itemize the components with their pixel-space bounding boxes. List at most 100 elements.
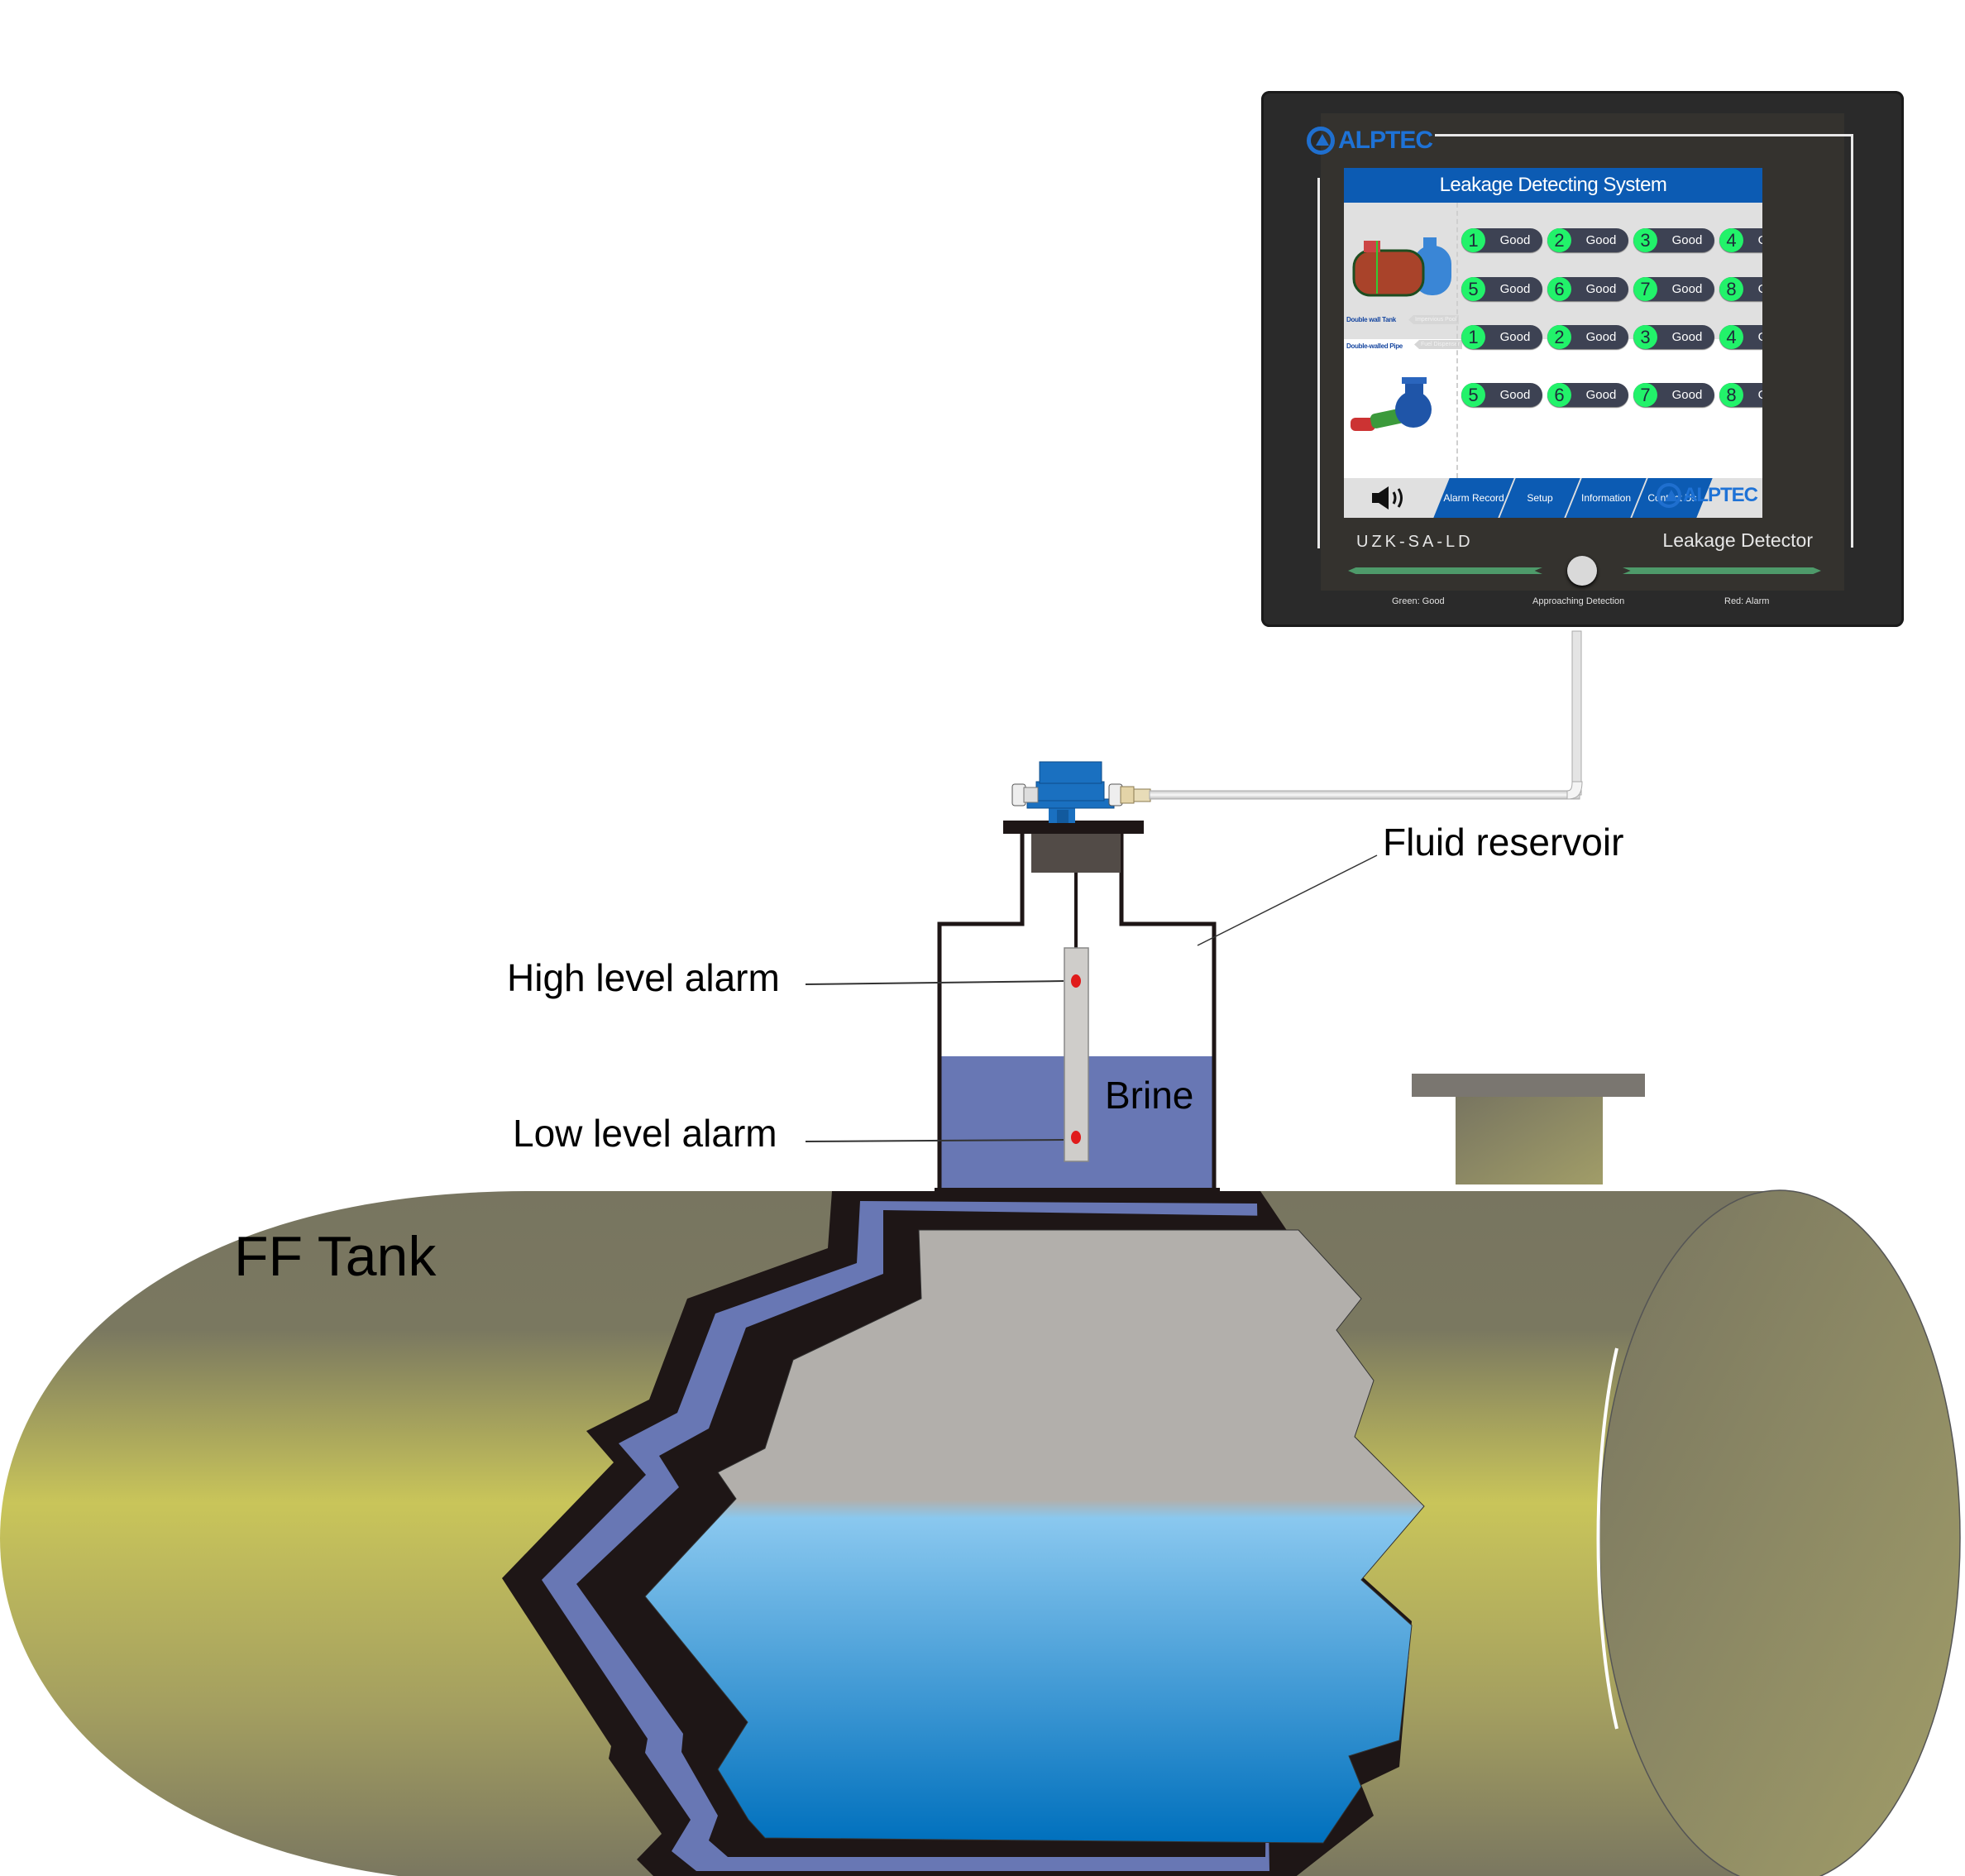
sensor-number-badge: 2 [1547,228,1571,252]
nav-bar: Alarm Record Setup Information Contact U… [1344,478,1762,518]
high-alarm-dot [1071,974,1081,988]
brand-name: ALPTEC [1338,126,1433,154]
pipe-thumbnail-icon [1351,377,1432,431]
decor-line [1317,178,1320,548]
sensor-status: Good [1671,282,1703,296]
tank-sensor-2[interactable]: 2 Good [1547,228,1628,252]
legend-approaching-detection: Approaching Detection [1532,596,1625,606]
nav-information-label: Information [1580,492,1632,504]
sensor-status: Good [1671,233,1703,247]
sensor-number-badge: 4 [1719,228,1743,252]
category-double-wall-tank[interactable]: Double wall Tank [1346,316,1396,323]
sensor-status: Good [1748,383,1762,407]
sensor-number-badge: 4 [1719,325,1743,349]
sensor-status: Good [1748,325,1762,349]
sensor-head [1011,761,1151,823]
sensor-status: Good [1499,233,1531,247]
status-bar-right [1623,567,1821,574]
low-alarm-leader [805,1139,1064,1142]
sensor-number-badge: 6 [1547,277,1571,301]
sensor-status: Good [1748,277,1762,301]
tank-sensor-4[interactable]: 4 Good [1719,228,1762,252]
nav-alarm-record-label: Alarm Record [1443,492,1504,504]
reservoir-cap-plate [1003,821,1144,834]
sensor-status: Good [1671,388,1703,402]
nav-brand-logo: ALPTEC [1657,483,1758,508]
model-number: UZK-SA-LD [1356,533,1474,551]
touch-screen: Leakage Detecting System Double wall Tan… [1344,168,1762,518]
pipe-sensor-4[interactable]: 4 Good [1719,325,1762,349]
tank-sensor-1[interactable]: 1 Good [1461,228,1542,252]
category-fuel-dispenser[interactable]: Fuel Dispenser [1414,340,1463,349]
sensor-status: Good [1585,330,1617,344]
tank-end-cap [1599,1189,1961,1876]
sensor-number-badge: 7 [1633,277,1657,301]
reservoir-base [935,1188,1220,1194]
reservoir-plug [1031,834,1121,873]
nav-brand-name: ALPTEC [1683,484,1758,506]
sensor-number-badge: 8 [1719,383,1743,407]
sensor-number-badge: 2 [1547,325,1571,349]
leak-detector-monitor: ALPTEC Leakage Detecting System Double w… [1261,91,1904,627]
tank-end-highlight [1596,1347,1618,1730]
sensor-status: Good [1671,330,1703,344]
pipe-sensor-7[interactable]: 7 Good [1633,383,1714,407]
pipe-sensor-6[interactable]: 6 Good [1547,383,1628,407]
sensor-number-badge: 5 [1461,277,1485,301]
panel-double-wall-tank: Double wall Tank Impervious Pool [1344,203,1762,339]
high-alarm-leader [805,980,1064,985]
brand-logo-icon [1657,483,1681,508]
tank-sensor-8[interactable]: 8 Good [1719,277,1762,301]
low-level-alarm-label: Low level alarm [513,1112,777,1155]
pipe-sensor-8[interactable]: 8 Good [1719,383,1762,407]
screen-title: Leakage Detecting System [1344,168,1762,203]
cable-pipe-vertical [1571,630,1582,796]
pipe-sensor-3[interactable]: 3 Good [1633,325,1714,349]
status-bar-left [1348,567,1542,574]
category-double-walled-pipe[interactable]: Double-walled Pipe [1346,342,1403,350]
pipe-sensor-1[interactable]: 1 Good [1461,325,1542,349]
panel-double-walled-pipe: Double-walled Pipe Fuel Dispenser [1344,339,1762,478]
panel-divider [1456,203,1458,478]
pipe-sensor-2[interactable]: 2 Good [1547,325,1628,349]
sensor-status: Good [1585,233,1617,247]
sensor-status: Good [1585,282,1617,296]
decor-line [1435,134,1853,136]
status-indicator-light [1567,556,1597,586]
brand-logo-icon [1307,126,1335,155]
brand-logo: ALPTEC [1307,122,1433,159]
sensor-number-badge: 6 [1547,383,1571,407]
sensor-status: Good [1748,228,1762,252]
sensor-number-badge: 7 [1633,383,1657,407]
sensor-number-badge: 3 [1633,325,1657,349]
tank-nozzle-flange [1412,1074,1645,1097]
sensor-status: Good [1499,330,1531,344]
tank-sensor-6[interactable]: 6 Good [1547,277,1628,301]
sensor-status: Good [1499,388,1531,402]
reservoir-leader [1197,854,1378,946]
legend-red-alarm: Red: Alarm [1724,596,1770,606]
tank-sensor-3[interactable]: 3 Good [1633,228,1714,252]
category-impervious-pool[interactable]: Impervious Pool [1408,315,1460,324]
speaker-icon[interactable] [1369,485,1418,511]
tank-sensor-7[interactable]: 7 Good [1633,277,1714,301]
sensor-number-badge: 1 [1461,228,1485,252]
decor-line [1851,134,1853,548]
cable-pipe-horizontal [1149,790,1580,800]
tank-label: FF Tank [234,1225,437,1288]
tank-thumbnail-icon [1352,237,1451,297]
sensor-status: Good [1585,388,1617,402]
brine-label: Brine [1105,1074,1194,1117]
nav-setup-label: Setup [1527,492,1553,504]
sensor-number-badge: 1 [1461,325,1485,349]
cable-pipe-elbow [1566,781,1583,800]
sensor-number-badge: 3 [1633,228,1657,252]
reservoir-outline [937,834,1217,1191]
tank-nozzle [1456,1097,1603,1184]
cutaway-contents [644,1229,1425,1844]
sensor-number-badge: 8 [1719,277,1743,301]
product-name: Leakage Detector [1662,529,1813,551]
